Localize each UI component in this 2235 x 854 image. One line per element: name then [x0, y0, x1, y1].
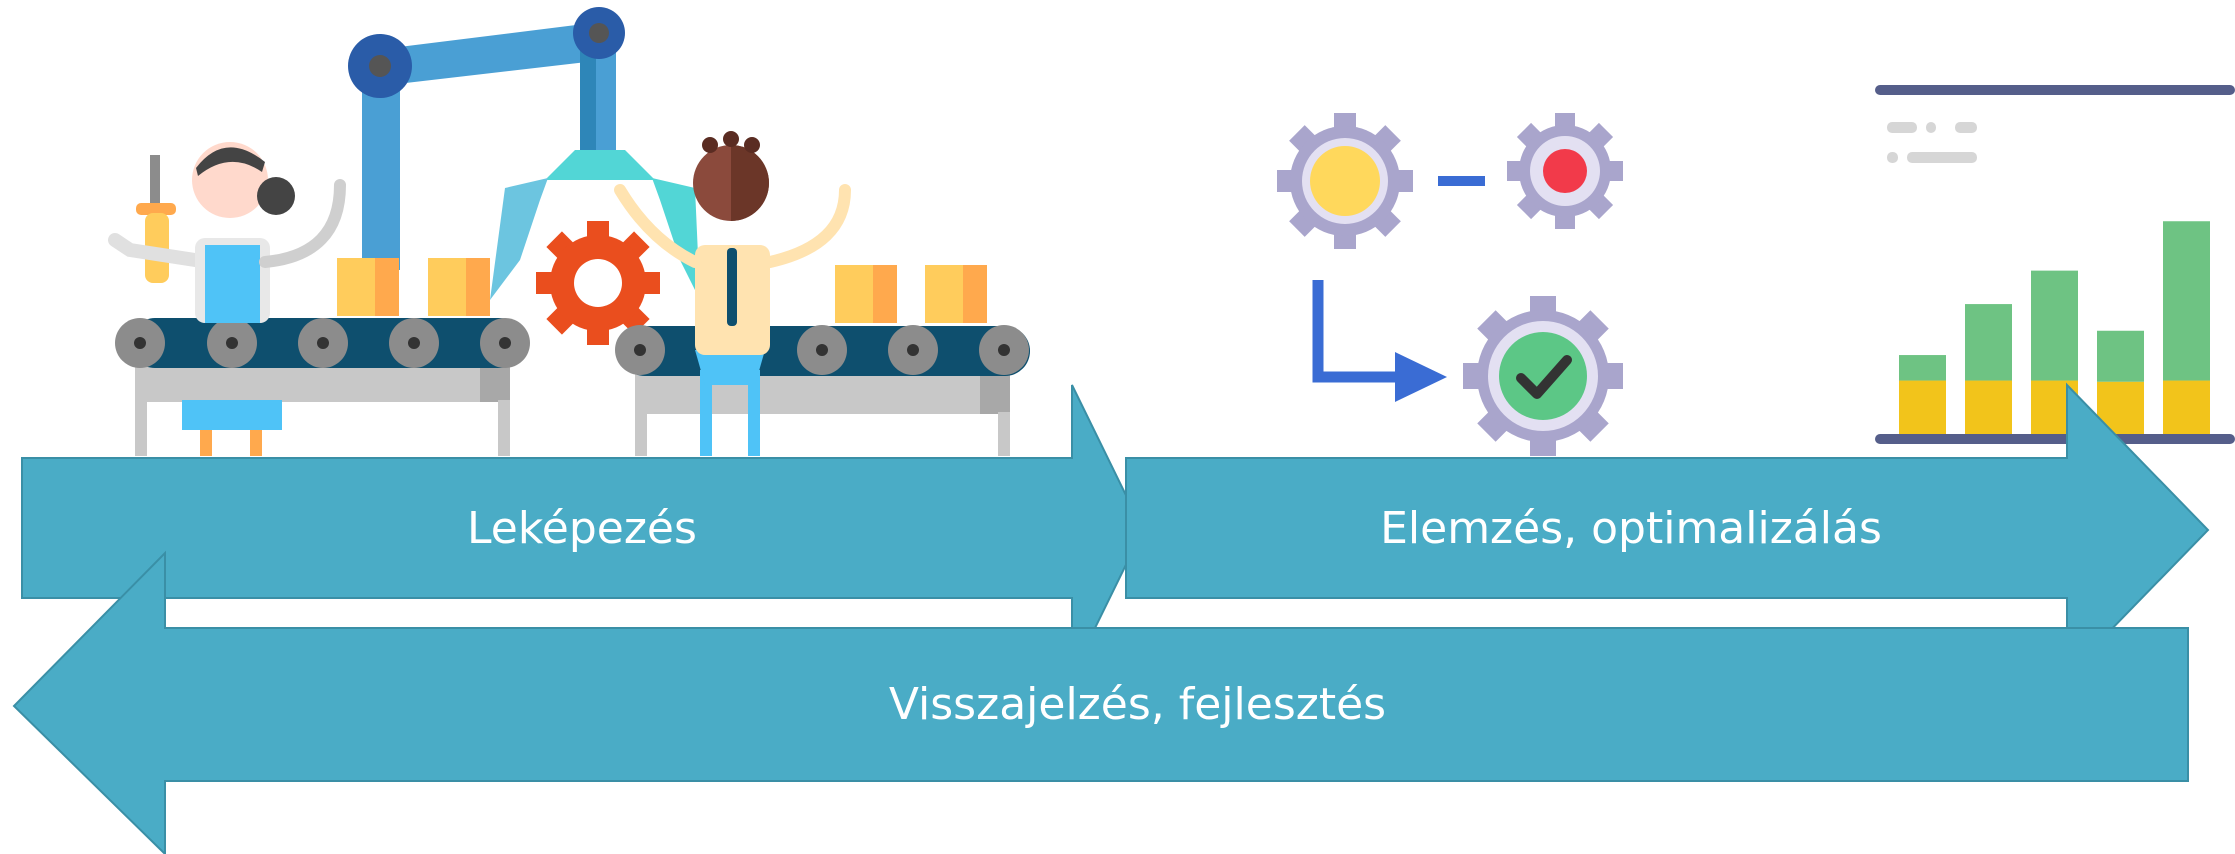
gear-red-icon [1507, 113, 1623, 229]
chart-legend-dash [1887, 122, 1917, 133]
worker-man-icon [614, 131, 851, 456]
chart-legend-dash [1907, 152, 1977, 163]
analysis-label: Elemzés, optimalizálás [1380, 502, 1882, 554]
cog-icon [536, 221, 660, 345]
robot-arm-icon [348, 7, 700, 300]
factory-conveyor-icon [108, 7, 1030, 456]
chart-bar-green [2097, 330, 2144, 382]
right-conveyor [615, 265, 1030, 456]
connector-line [1438, 176, 1485, 186]
chart-legend-dot [1926, 122, 1936, 133]
mapping-arrow [21, 384, 1145, 676]
chart-bar-yellow [1899, 380, 1946, 434]
chart-bar-green [2031, 270, 2078, 381]
feedback-label: Visszajelzés, fejlesztés [888, 679, 1387, 730]
analysis-arrow [1125, 382, 2210, 678]
chart-bar-yellow [1965, 380, 2012, 434]
gear-yellow-icon [1277, 113, 1413, 249]
chart-bars [1899, 221, 2210, 434]
chart-bar-green [2163, 221, 2210, 381]
chart-bar-green [1899, 355, 1946, 381]
left-conveyor [115, 258, 530, 456]
chart-bar-green [1965, 304, 2012, 381]
chart-top-line [1875, 85, 2235, 95]
chart-legend-dot [1887, 152, 1898, 163]
gear-check-icon [1463, 296, 1623, 456]
chart-legend-dash [1955, 122, 1977, 133]
chart-bar-yellow [2163, 380, 2210, 434]
worker-woman-icon [108, 142, 346, 323]
feedback-arrow [12, 550, 2189, 854]
mapping-label: Leképezés [467, 502, 697, 554]
chart-baseline [1875, 434, 2235, 444]
flow-arrow-icon [1312, 280, 1447, 402]
bar-chart-dashboard-icon [1875, 85, 2235, 444]
gears-process-icon [1277, 113, 1623, 456]
